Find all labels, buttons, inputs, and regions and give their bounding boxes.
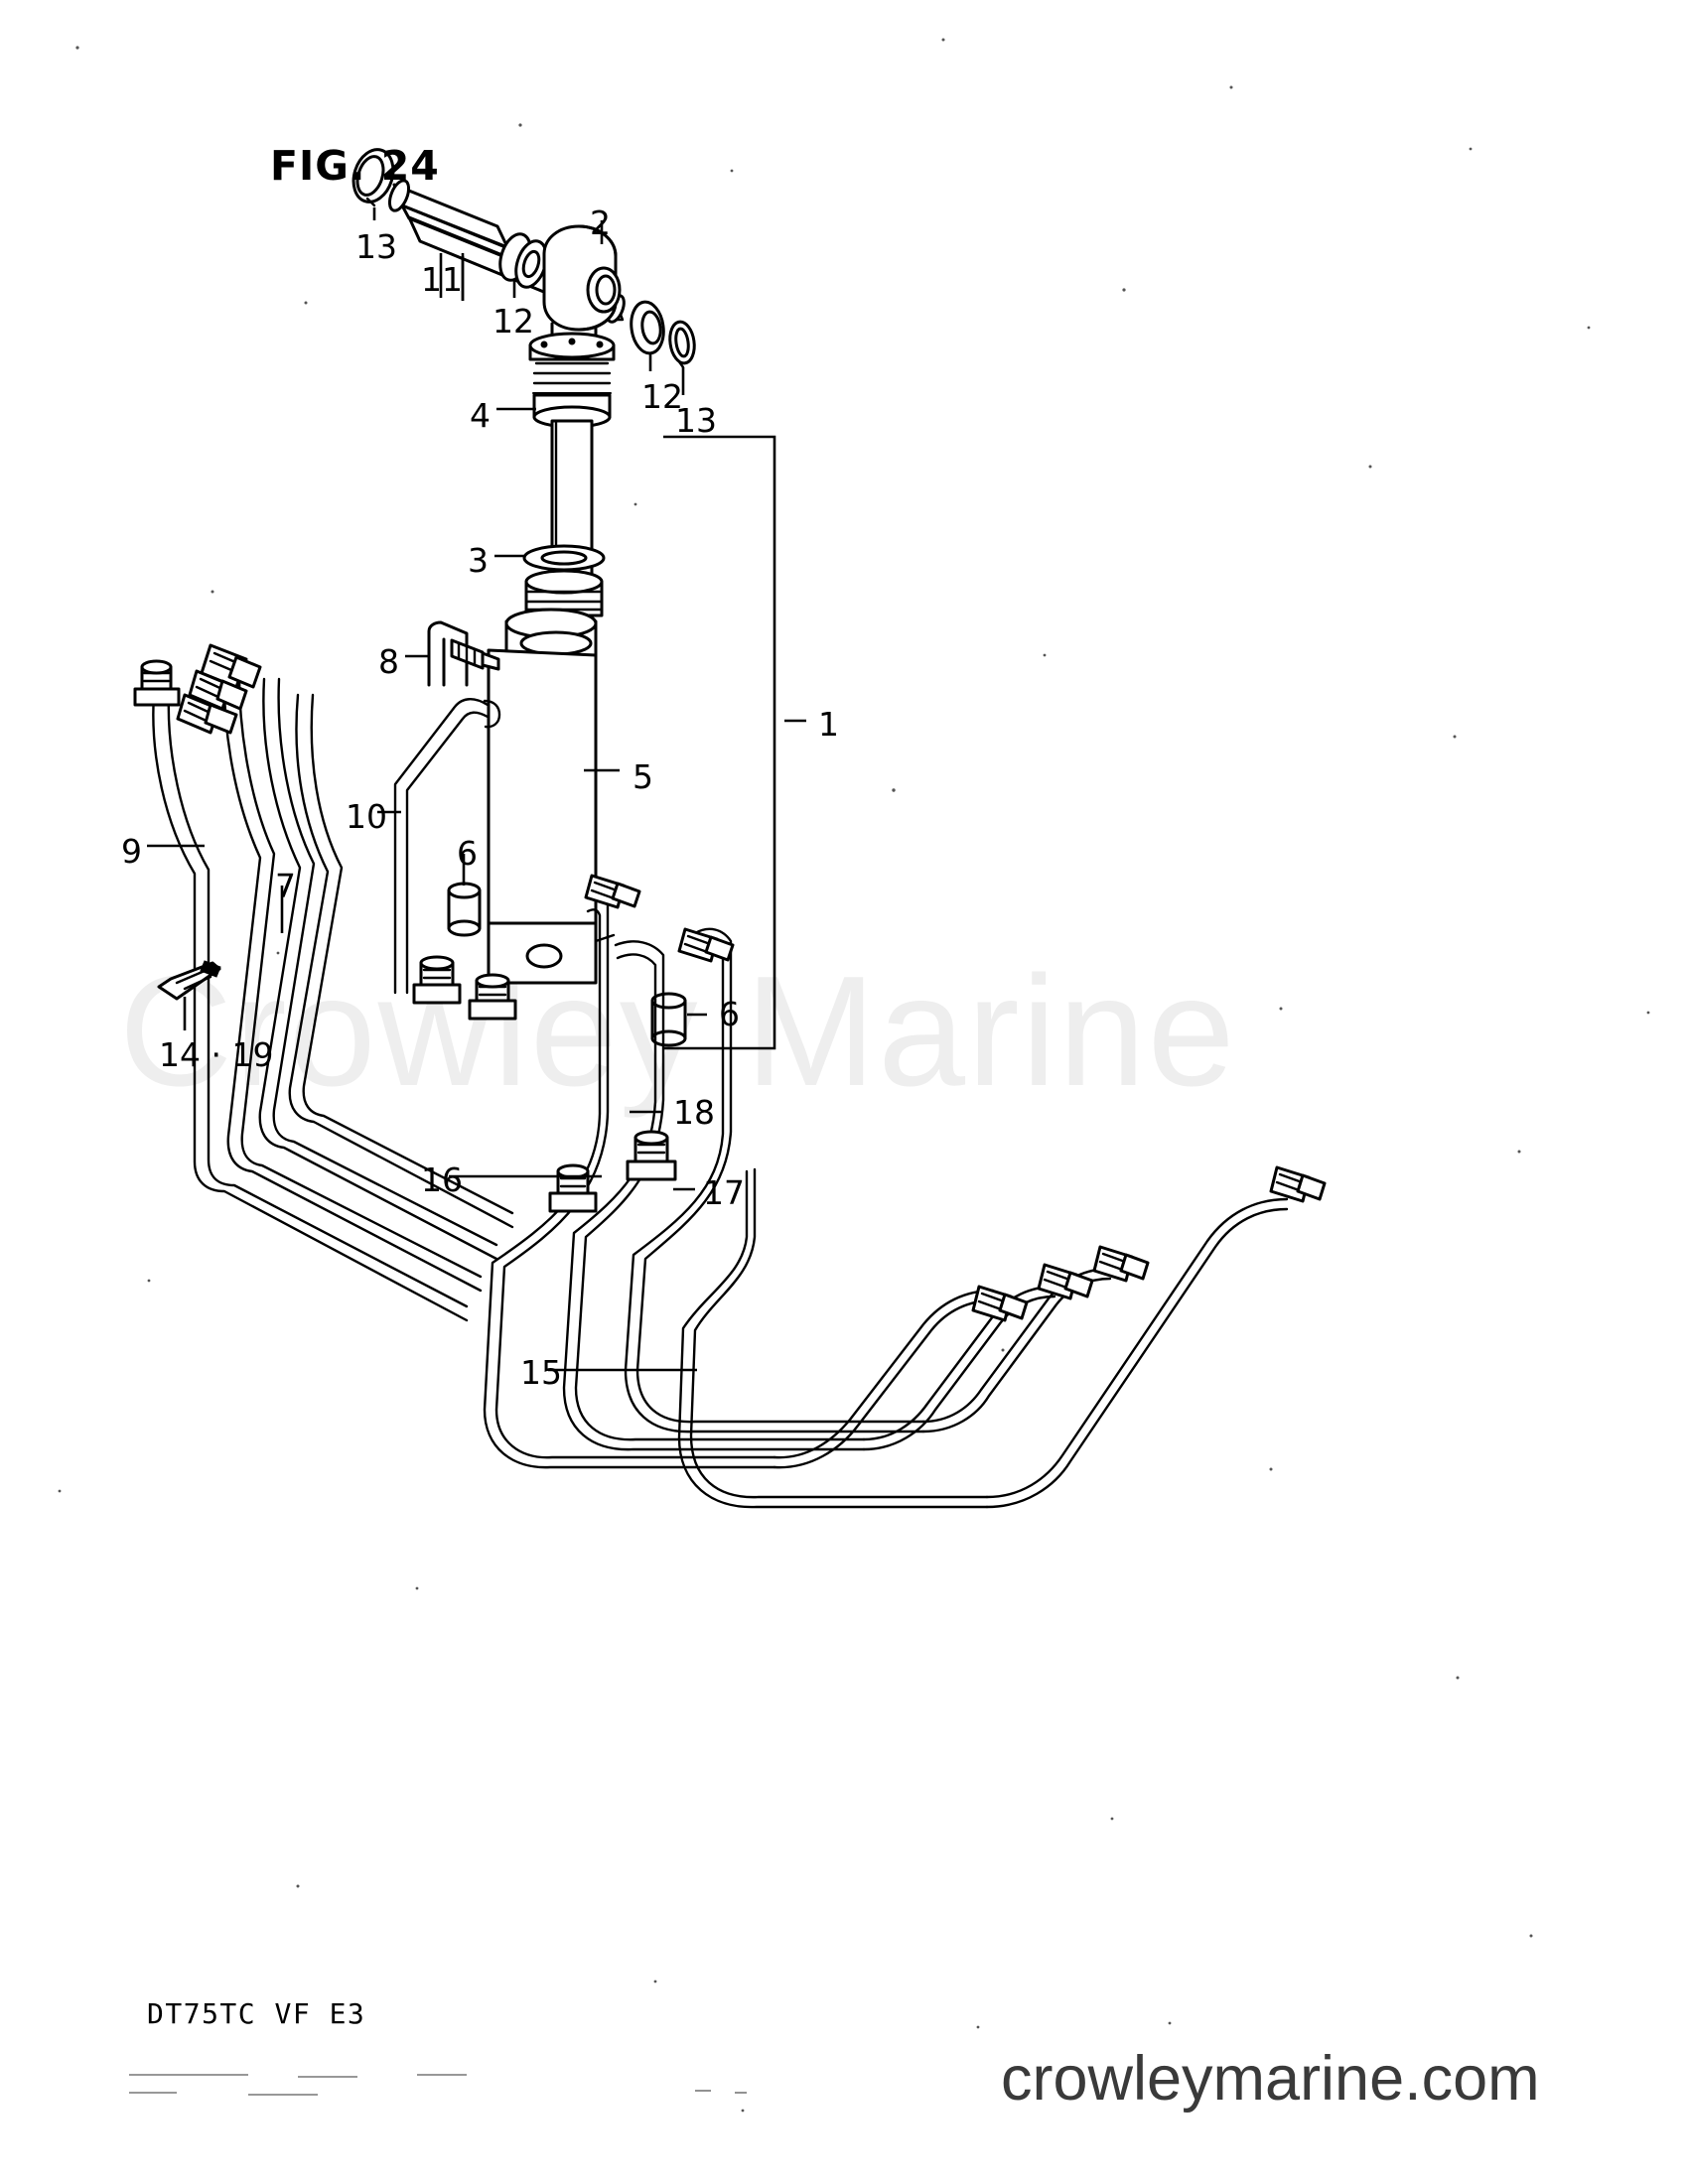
callout-number-8: 8: [378, 642, 399, 681]
callout-number-4: 4: [470, 396, 491, 435]
callout-number-16: 16: [421, 1160, 463, 1199]
callout-number-17: 17: [703, 1173, 745, 1212]
part-2-cylinder-head-eye: [542, 224, 622, 349]
callout-number-5: 5: [633, 757, 653, 796]
part-6-bushing-left: [447, 882, 482, 937]
callout-number-13: 13: [355, 227, 397, 266]
callout-number-12: 12: [641, 377, 683, 416]
fitting-right-d: [1269, 1165, 1327, 1203]
part-4-gland-nut: [528, 332, 616, 429]
callout-number-18: 18: [673, 1093, 715, 1132]
fitting-cluster-top: [176, 643, 262, 735]
fitting-9: [133, 659, 181, 707]
callout-number-10: 10: [346, 797, 387, 836]
callout-number-13: 13: [675, 401, 717, 440]
fitting-15: [548, 1163, 598, 1213]
part-3-o-ring: [522, 544, 606, 572]
callout-number-12: 12: [492, 302, 534, 341]
fitting-16-top: [584, 874, 641, 909]
part-8-hose-bracket: [427, 620, 500, 687]
callout-number-9: 9: [121, 832, 142, 871]
fitting-right-c: [971, 1285, 1029, 1322]
leader-lines: [147, 207, 806, 1372]
callout-number-6: 6: [719, 995, 740, 1033]
part-12-washer-right: [630, 300, 665, 355]
scan-dashes: [129, 2074, 747, 2096]
model-code-label: DT75TC VF E3: [147, 1997, 366, 2030]
figure-title: FIG. 24: [270, 142, 440, 190]
site-url-text: crowleymarine.com: [1001, 2044, 1540, 2114]
part-7-9-hose-bundle: [133, 643, 514, 1322]
part-lower-gland: [524, 569, 604, 617]
right-hose-tails: [773, 1165, 1327, 1509]
callout-number-6: 6: [457, 834, 478, 873]
part-5-cylinder-body: [487, 608, 616, 985]
callout-number-1: 1: [818, 705, 839, 744]
callout-number-7: 7: [275, 867, 296, 905]
callout-number-11: 11: [421, 260, 463, 299]
part-13-snap-ring-right: [668, 320, 696, 369]
fitting-17: [626, 1130, 677, 1181]
cylinder-bottom-fittings: [412, 955, 517, 1021]
part-10-hose: [393, 698, 501, 995]
scan-noise: [58, 38, 1650, 2113]
fitting-right-a: [1092, 1245, 1150, 1283]
callout-number-2: 2: [590, 204, 611, 242]
fitting-18-top: [677, 927, 735, 963]
part-13-snap-ring-left: [352, 148, 395, 207]
lower-hose-group: [412, 874, 989, 1509]
part-14-19-clamp: [157, 960, 221, 1001]
part-6-bushing-right: [650, 992, 687, 1047]
part-12-washer-left: [498, 232, 548, 289]
callout-number-14-19: 14 · 19: [159, 1035, 274, 1074]
callout-number-15: 15: [520, 1353, 562, 1392]
fitting-right-b: [1037, 1263, 1094, 1300]
callout-number-3: 3: [468, 541, 489, 580]
